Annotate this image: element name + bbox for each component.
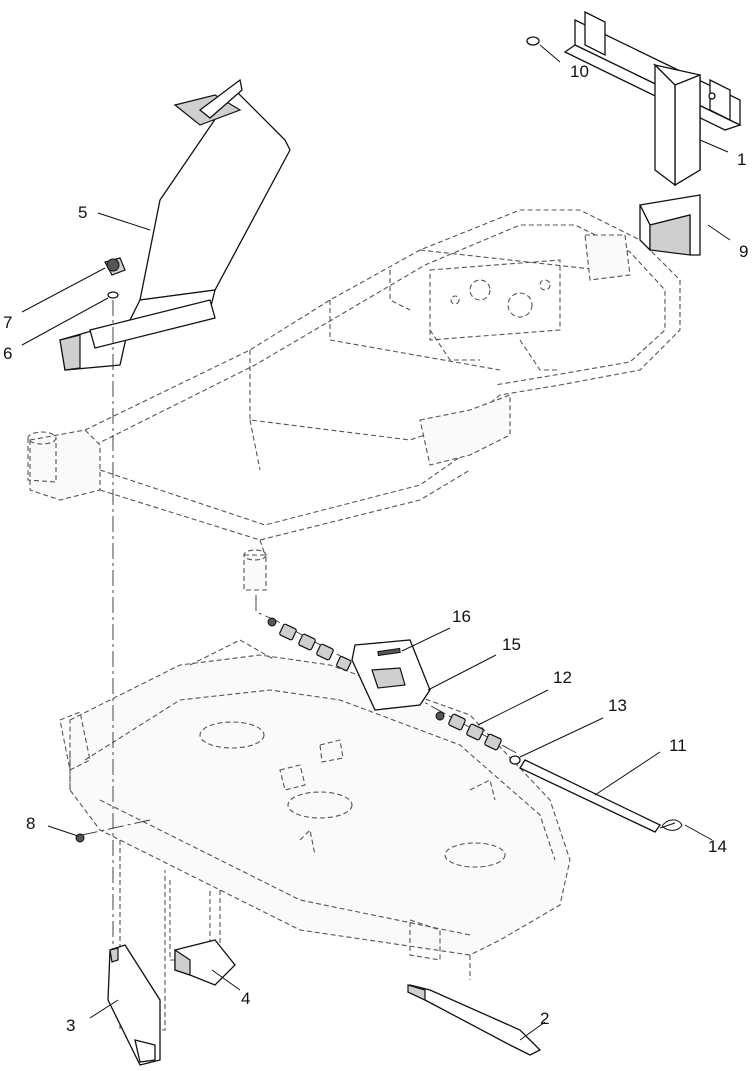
callout-1: 1	[737, 150, 746, 169]
part-6-washer	[107, 291, 119, 299]
part-3-baffle	[107, 944, 161, 1066]
callout-6: 6	[3, 344, 12, 363]
part-9-bracket	[639, 194, 701, 256]
mower-frame-phantom	[27, 209, 681, 591]
part-13-washer	[509, 755, 521, 765]
callout-labels: 1 2 3 4 5 6 7 8 9 10 11 12 13 14 15 16	[3, 62, 748, 1035]
callout-8: 8	[26, 814, 35, 833]
part-16-decal	[377, 647, 401, 657]
part-7-knob	[104, 257, 126, 276]
callout-7: 7	[3, 313, 12, 332]
leader-lines	[21, 44, 731, 1041]
part-8-nut	[75, 833, 85, 843]
part-5-discharge-chute	[59, 78, 291, 371]
mower-deck-phantom	[59, 639, 571, 1031]
part-1-hitch-bracket	[563, 10, 742, 187]
callout-15: 15	[502, 635, 521, 654]
callout-16: 16	[452, 607, 471, 626]
callout-4: 4	[241, 989, 250, 1008]
callout-3: 3	[66, 1016, 75, 1035]
part-12-spacers	[267, 617, 502, 751]
part-2-blade	[407, 984, 542, 1056]
callout-10: 10	[570, 62, 589, 81]
part-4-bracket	[174, 939, 236, 986]
callout-13: 13	[608, 696, 627, 715]
part-10-washer	[526, 36, 540, 46]
part-15-plate	[351, 639, 431, 711]
callout-9: 9	[739, 242, 748, 261]
callout-5: 5	[78, 203, 87, 222]
callout-11: 11	[669, 736, 687, 755]
assembly-centerline-nut	[81, 819, 151, 836]
callout-12: 12	[553, 668, 572, 687]
part-11-rod	[519, 759, 661, 833]
part-14-clip	[659, 819, 683, 831]
callout-2: 2	[540, 1009, 549, 1028]
callout-14: 14	[708, 837, 727, 856]
